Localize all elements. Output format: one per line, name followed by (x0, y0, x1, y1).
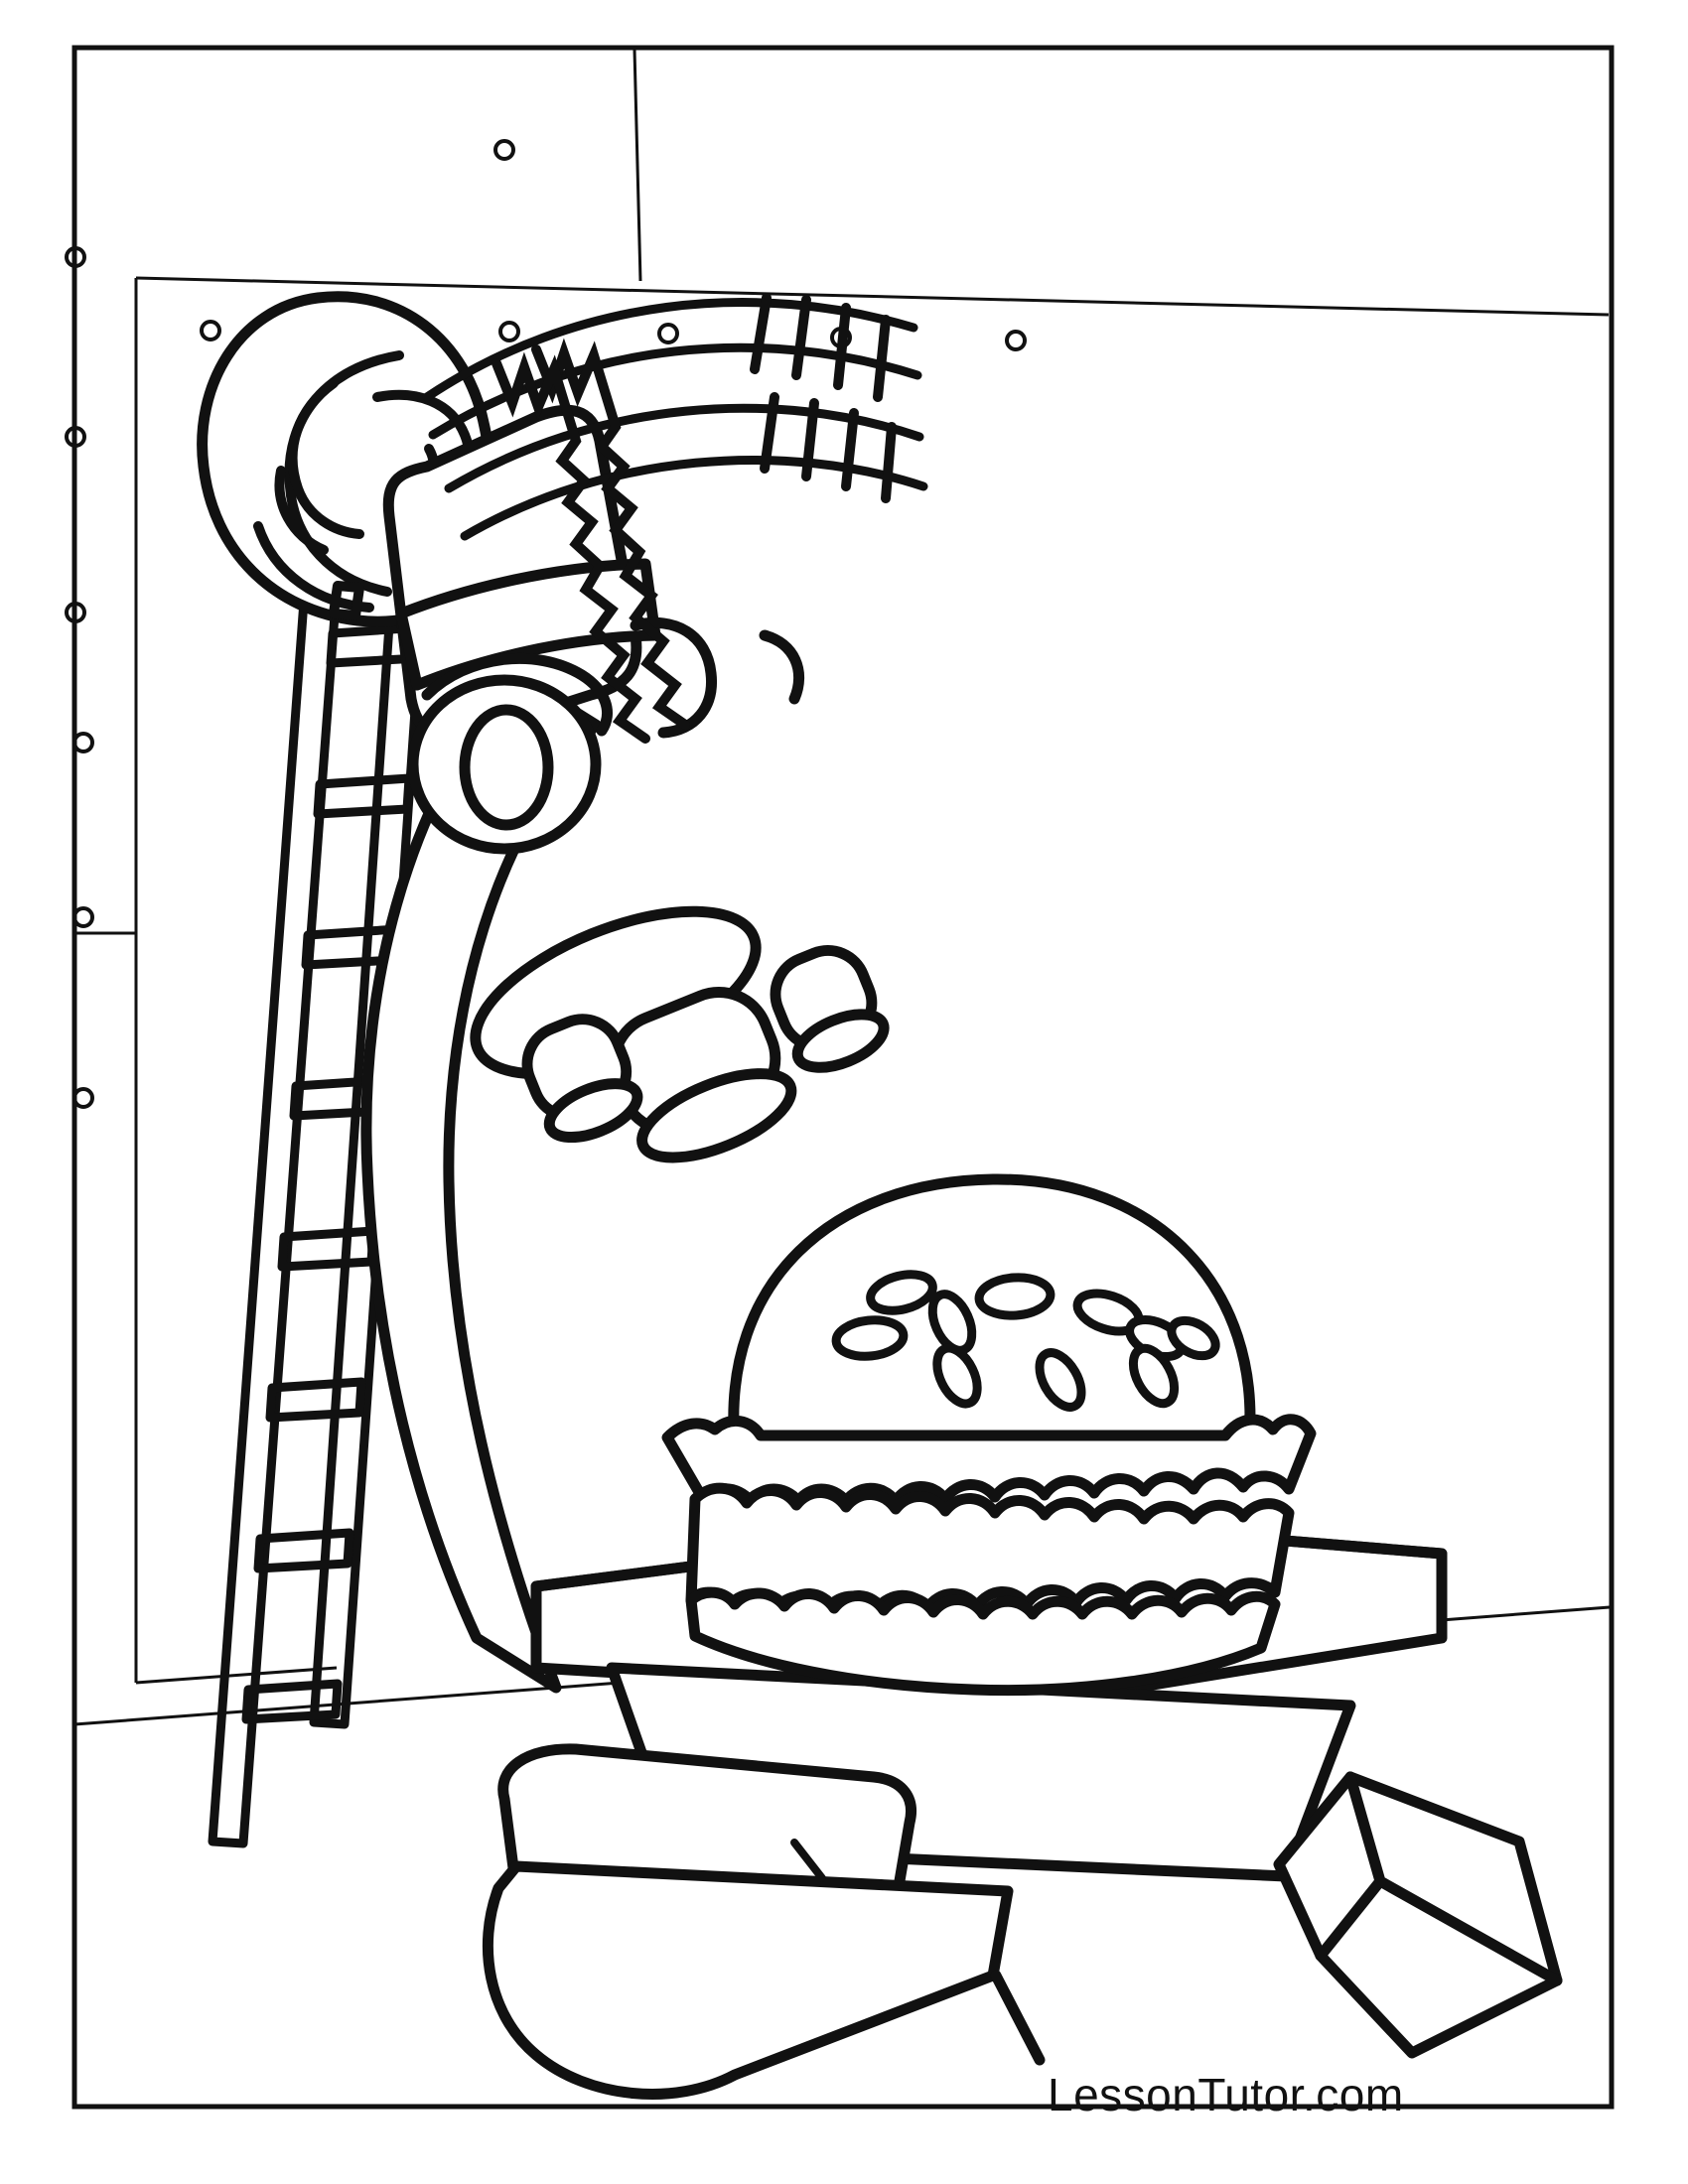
hamburger (661, 1173, 1317, 1697)
microscope-tube-detail (759, 629, 804, 705)
microscope-base-edge-line (990, 1970, 1046, 2066)
sesame-seed (974, 1273, 1055, 1320)
page-border-rectangle (71, 45, 1615, 2110)
peg-hole (72, 906, 94, 928)
sesame-seed (927, 1290, 977, 1355)
microscope-head-inner-swirl (284, 350, 404, 597)
sesame-seed (932, 1343, 982, 1409)
peg-hole (65, 246, 86, 268)
microscope-base-detail (790, 1839, 826, 1882)
hatch-tick (841, 408, 859, 491)
microscope-head-inner-swirl-4 (253, 521, 374, 613)
ladder-rung (313, 773, 414, 819)
panel-top-edge (135, 276, 1610, 317)
peg-hole (1005, 330, 1027, 351)
hatch-tick (873, 315, 891, 402)
hatch-tick (791, 295, 811, 380)
peg-hole (65, 602, 86, 623)
sesame-seeds (831, 1270, 1220, 1412)
microscope-zigzag-band-2 (492, 351, 650, 744)
hamburger-bottom-bun (685, 1586, 1281, 1697)
hatch-tick (760, 392, 779, 474)
objective-lens-center-aperture (636, 1068, 797, 1163)
hatch-tick (750, 293, 772, 374)
top-arc-4 (460, 455, 928, 541)
upper-wall-seam (633, 49, 642, 282)
microscope-zigzag-band (531, 338, 690, 730)
microscope-head-tab (329, 581, 364, 620)
top-arc-2 (428, 342, 922, 440)
sesame-seed (866, 1270, 937, 1315)
hamburger-top-bun (728, 1173, 1256, 1473)
peg-hole (493, 139, 515, 161)
microscope-base-foot (483, 1860, 1014, 2100)
wedge-block-edge-2 (1315, 1875, 1386, 1962)
microscope-top-arcs (422, 293, 928, 744)
focus-knob-bracket (421, 653, 613, 737)
sesame-seed (1035, 1348, 1086, 1412)
watermark-text: LessonTutor.com (1048, 2069, 1404, 2120)
focus-knob (407, 674, 602, 855)
peg-hole (657, 323, 679, 344)
sesame-seed (831, 1315, 909, 1361)
peg-hole (200, 320, 221, 341)
ladder-rung (253, 1528, 354, 1573)
focus-knob-inner (459, 704, 554, 831)
hatch-tick (833, 303, 851, 390)
panel-bottom-edge (135, 1666, 338, 1685)
peg-hole (72, 1087, 94, 1109)
hatch-tick (801, 398, 819, 481)
ladder-rung (241, 1679, 343, 1724)
peg-hole (498, 321, 520, 342)
ladder-rung (265, 1377, 366, 1423)
sesame-seed (1167, 1315, 1220, 1361)
peg-hole (65, 426, 86, 448)
objective-lens-left-aperture (543, 1078, 643, 1144)
sesame-seed (1128, 1343, 1180, 1409)
microscope-head-inner-swirl-3 (274, 466, 329, 555)
wedge-block (1273, 1771, 1563, 2059)
microscope-curved-arm (360, 669, 602, 1694)
top-arc-hatch-marks (750, 293, 897, 503)
hatch-tick (881, 422, 897, 503)
peg-hole (72, 732, 94, 753)
microscope-head-inner-swirl-2 (287, 378, 364, 539)
objective-lens-right-aperture (791, 1009, 890, 1073)
